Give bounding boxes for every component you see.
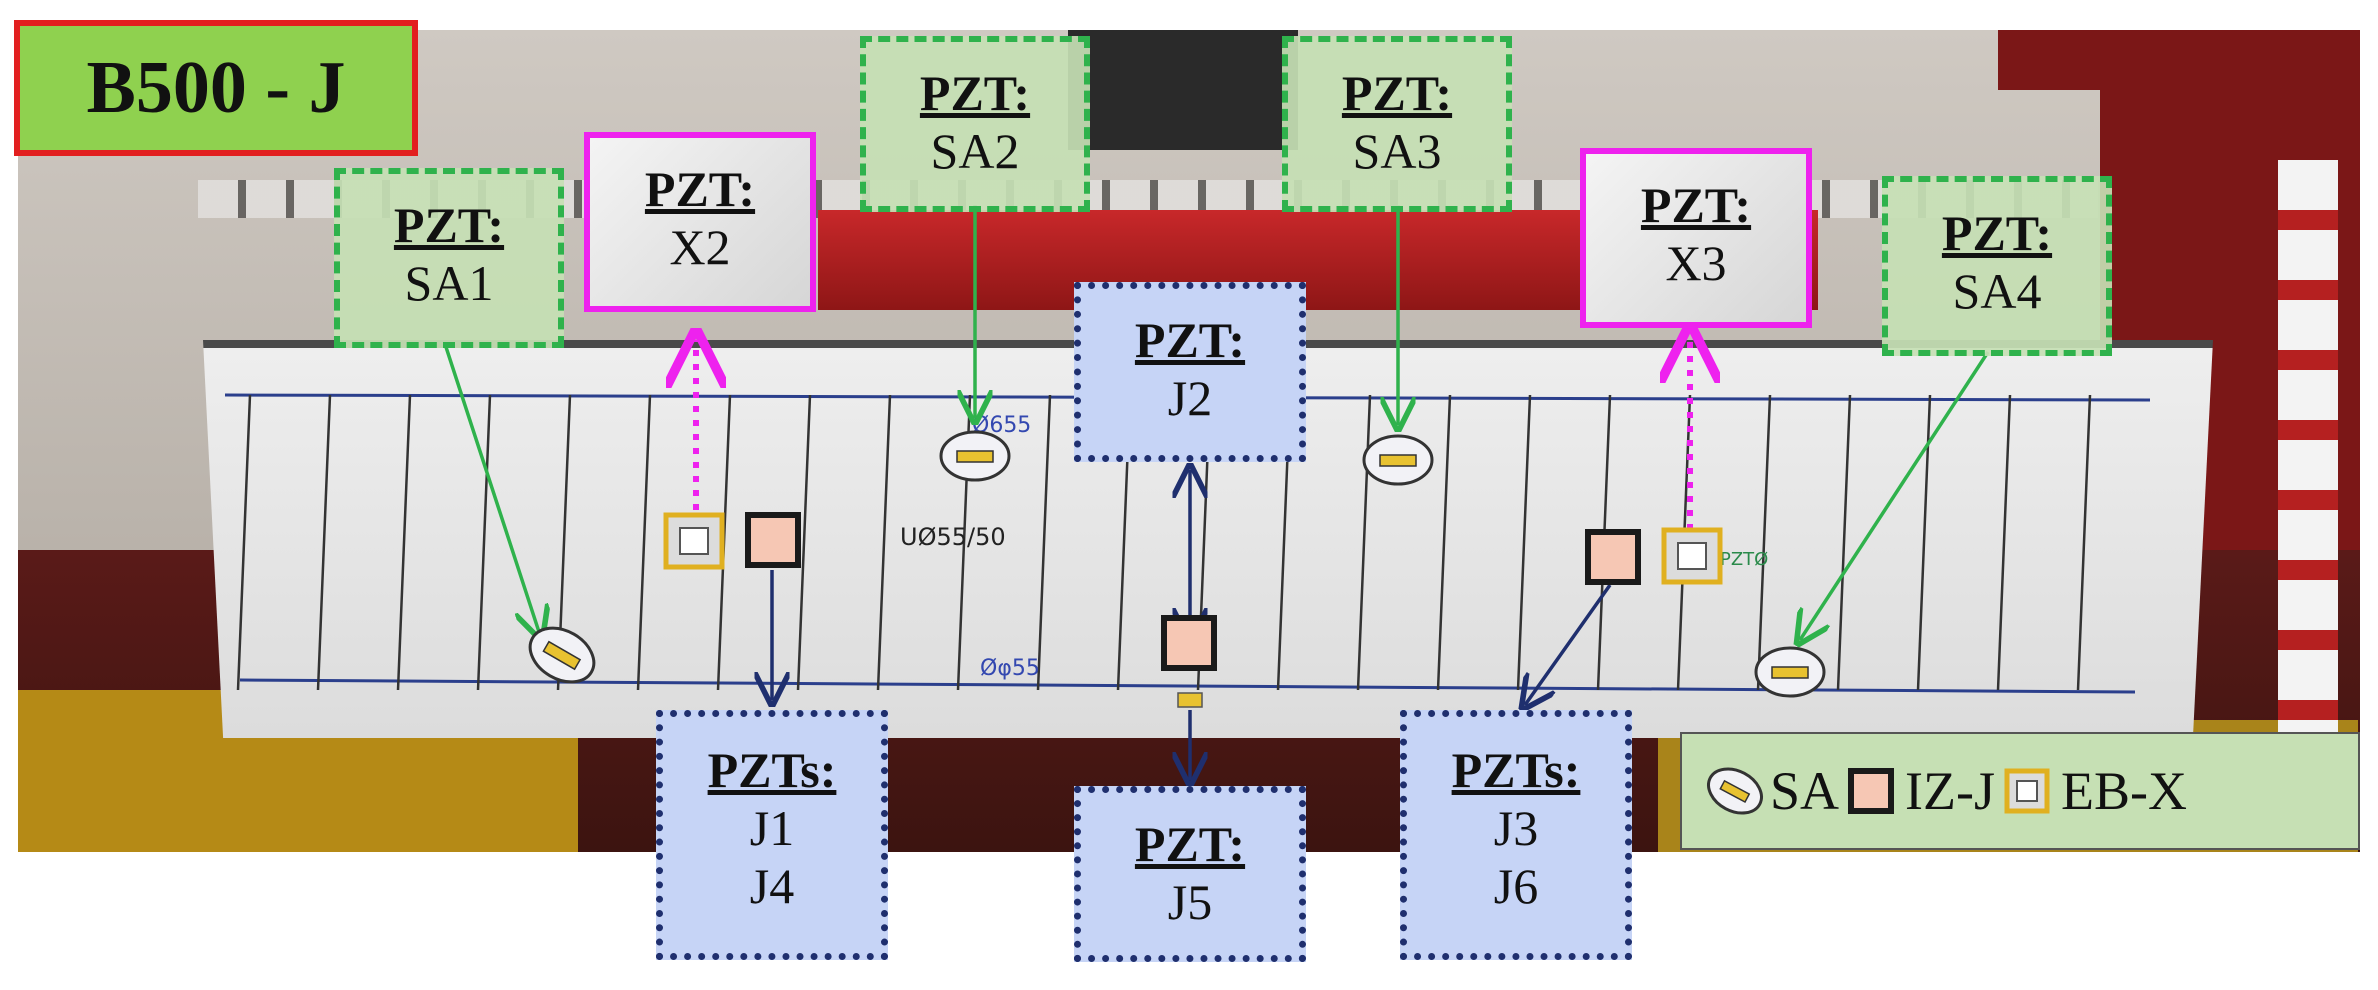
legend-iz-label: IZ-J: [1905, 761, 1995, 821]
stirrup-line: [1836, 394, 1852, 691]
stirrup-line: [796, 394, 812, 691]
stirrup-line: [2076, 394, 2092, 691]
vertical-ruler: [2278, 160, 2338, 740]
stirrup-line: [1356, 394, 1372, 691]
callout-x2: PZT: X2: [584, 132, 816, 312]
sa-sensor-sa3: [1362, 434, 1434, 486]
callout-x3: PZT: X3: [1580, 148, 1812, 328]
stirrup-line: [316, 394, 332, 691]
eb-x-square-sensor-icon: [2004, 768, 2050, 814]
callout-j2-heading: PZT:: [1134, 312, 1246, 368]
stirrup-line: [636, 394, 652, 691]
callout-j2: PZT: J2: [1074, 282, 1306, 462]
iz-sensor-j5: [1177, 692, 1203, 708]
callout-j5: PZT: J5: [1074, 786, 1306, 962]
eb-sensor-x3: [1661, 527, 1723, 585]
sa-sensor-sa2: [939, 430, 1011, 482]
stirrup-line: [876, 394, 892, 691]
callout-sa4: PZT: SA4: [1882, 176, 2112, 356]
callout-sa1: PZT: SA1: [334, 168, 564, 348]
stirrup-line: [236, 394, 252, 691]
callout-x3-id: X3: [1665, 235, 1727, 291]
callout-sa2: PZT: SA2: [860, 36, 1090, 212]
iz-j-square-sensor-icon: [1848, 768, 1895, 814]
beam-marking-3: Øφ55: [980, 656, 1040, 681]
callout-j3-j6-first: J3: [1493, 800, 1539, 856]
callout-j5-id: J5: [1167, 874, 1213, 930]
callout-j3-j6: PZTs: J3 J6: [1400, 710, 1632, 960]
beam-marking-4: PZTØ: [1720, 549, 1768, 570]
legend-eb-label: EB-X: [2061, 761, 2187, 821]
stirrup-line: [1036, 394, 1052, 691]
hydraulic-jack: [1068, 30, 1298, 150]
red-wall-panel: [1998, 30, 2360, 90]
stirrup-line: [1996, 394, 2012, 691]
callout-sa3: PZT: SA3: [1282, 36, 1512, 212]
callout-j1-j4-first: J1: [749, 800, 795, 856]
callout-j2-id: J2: [1167, 370, 1213, 426]
sa-sensor-sa1: [528, 626, 596, 684]
arrow-j3j6: [1525, 583, 1612, 705]
arrow-sa4: [1800, 351, 1990, 640]
sa-disc-sensor-icon: [1707, 767, 1763, 815]
callout-j3-j6-second: J6: [1493, 858, 1539, 914]
stirrup-line: [476, 394, 492, 691]
iz-sensor-j2: [1161, 615, 1217, 671]
eb-sensor-x2: [663, 512, 725, 570]
callout-sa2-id: SA2: [930, 123, 1020, 179]
callout-sa3-heading: PZT:: [1341, 65, 1453, 121]
stirrup-line: [1436, 394, 1452, 691]
legend-sa-label: SA: [1770, 761, 1840, 821]
iz-sensor-j3j6: [1585, 529, 1641, 585]
callout-sa1-heading: PZT:: [393, 197, 505, 253]
sa-sensor-sa4: [1754, 646, 1826, 698]
callout-sa4-heading: PZT:: [1941, 205, 2053, 261]
callout-sa1-id: SA1: [404, 255, 494, 311]
sensor-legend: SA IZ-J EB-X: [1680, 732, 2360, 850]
callout-j1-j4: PZTs: J1 J4: [656, 710, 888, 960]
stirrup-line: [1756, 394, 1772, 691]
callout-sa2-heading: PZT:: [919, 65, 1031, 121]
bottom-rebar-line: [239, 678, 2136, 694]
callout-sa4-id: SA4: [1952, 263, 2042, 319]
callout-x2-heading: PZT:: [644, 161, 756, 217]
arrow-sa1: [443, 343, 540, 635]
iz-sensor-j1j4: [745, 512, 801, 568]
specimen-title: B500 - J: [14, 20, 418, 156]
callout-j5-heading: PZT:: [1134, 816, 1246, 872]
callout-x3-heading: PZT:: [1640, 177, 1752, 233]
stirrup-line: [1516, 394, 1532, 691]
beam-marking-2: UØ55/50: [900, 523, 1006, 551]
stirrup-line: [1916, 394, 1932, 691]
callout-j1-j4-heading: PZTs:: [707, 742, 837, 798]
callout-sa3-id: SA3: [1352, 123, 1442, 179]
callout-x2-id: X2: [669, 219, 731, 275]
stirrup-line: [396, 394, 412, 691]
callout-j3-j6-heading: PZTs:: [1451, 742, 1581, 798]
callout-j1-j4-second: J4: [749, 858, 795, 914]
